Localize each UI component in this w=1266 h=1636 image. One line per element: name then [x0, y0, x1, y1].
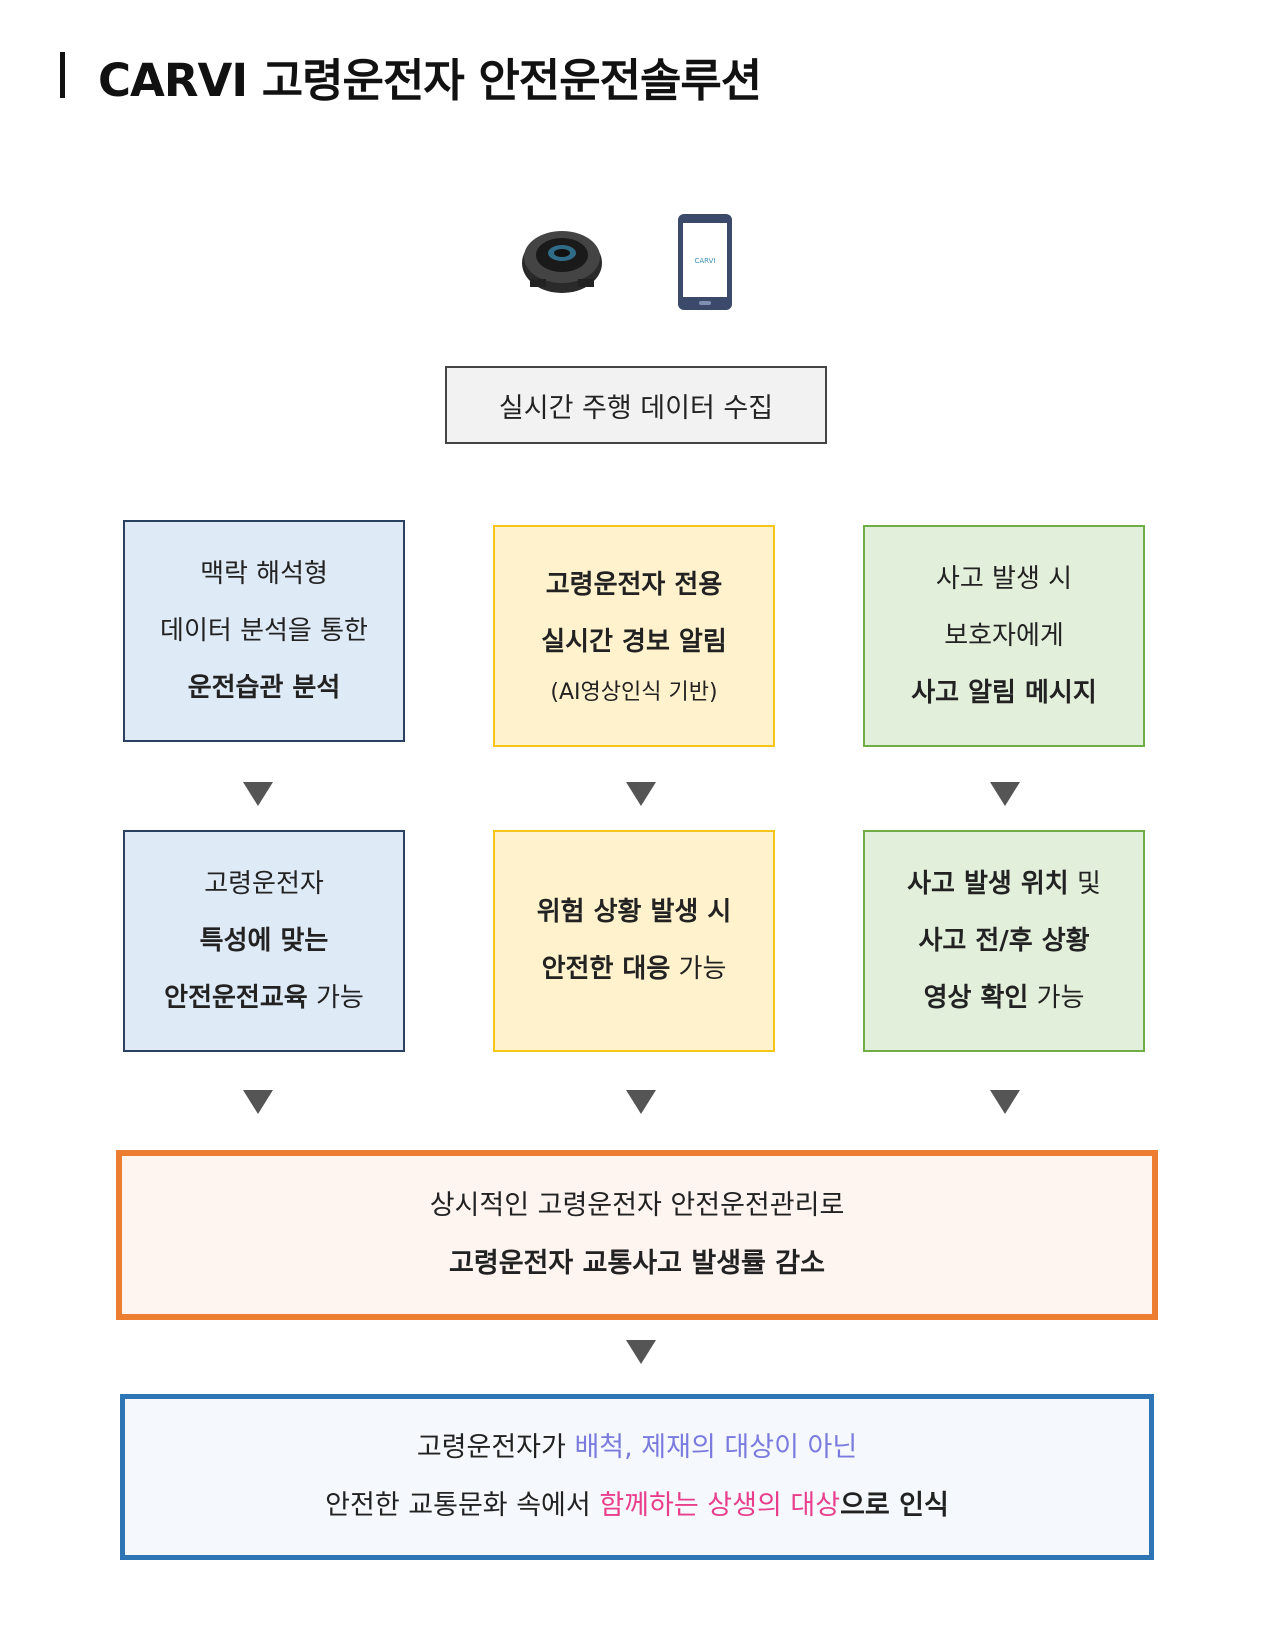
- data-collection-label: 실시간 주행 데이터 수집: [498, 392, 774, 424]
- realtime-alert-box: 고령운전자 전용 실시간 경보 알림 (AI영상인식 기반): [493, 525, 775, 747]
- final-line2-highlight: 함께하는 상생의 대상: [599, 1490, 841, 1521]
- data-collection-box: 실시간 주행 데이터 수집: [445, 366, 827, 444]
- danger-response-line1: 위험 상황 발생 시: [536, 897, 732, 927]
- result-line2: 고령운전자 교통사고 발생률 감소: [449, 1248, 825, 1279]
- education-line1: 고령운전자: [204, 868, 324, 899]
- arrow-down-icon: [990, 782, 1020, 806]
- accident-notice-line2: 보호자에게: [944, 620, 1064, 651]
- arrow-down-icon: [626, 782, 656, 806]
- final-line2: 안전한 교통문화 속에서 함께하는 상생의 대상으로 인식: [325, 1477, 949, 1535]
- habit-analysis-box: 맥락 해석형 데이터 분석을 통한 운전습관 분석: [123, 520, 405, 742]
- final-line1: 고령운전자가 배척, 제재의 대상이 아닌: [417, 1419, 857, 1477]
- video-check-line1: 사고 발생 위치 및: [907, 856, 1101, 913]
- arrow-down-icon: [243, 782, 273, 806]
- realtime-alert-line1: 고령운전자 전용: [545, 570, 723, 600]
- final-line2-tail: 으로 인식: [840, 1490, 949, 1521]
- video-check-line3-tail: 가능: [1028, 982, 1085, 1013]
- education-line3: 안전운전교육 가능: [164, 970, 364, 1027]
- final-line1-highlight: 배척, 제재의 대상이 아닌: [574, 1432, 858, 1463]
- habit-analysis-line2: 데이터 분석을 통한: [160, 615, 368, 646]
- video-check-line3-bold: 영상 확인: [923, 982, 1029, 1013]
- education-line3-tail: 가능: [307, 982, 364, 1013]
- danger-response-line2: 안전한 대응 가능: [542, 941, 727, 998]
- video-check-line3: 영상 확인 가능: [924, 970, 1085, 1027]
- danger-response-line2-bold: 안전한 대응: [541, 954, 671, 984]
- video-check-line1-tail: 및: [1068, 868, 1101, 899]
- title-accent-bar: [60, 52, 65, 98]
- habit-analysis-line3: 운전습관 분석: [187, 672, 341, 703]
- danger-response-line2-tail: 가능: [670, 954, 727, 984]
- final-line2-lead: 안전한 교통문화 속에서: [325, 1490, 600, 1521]
- video-check-box: 사고 발생 위치 및 사고 전/후 상황 영상 확인 가능: [863, 830, 1145, 1052]
- arrow-down-icon: [626, 1090, 656, 1114]
- arrow-down-icon: [626, 1340, 656, 1364]
- education-line3-bold: 안전운전교육: [164, 982, 308, 1013]
- result-box: 상시적인 고령운전자 안전운전관리로 고령운전자 교통사고 발생률 감소: [116, 1150, 1158, 1320]
- arrow-down-icon: [243, 1090, 273, 1114]
- page-title: CARVI 고령운전자 안전운전솔루션: [98, 54, 762, 107]
- realtime-alert-line2: 실시간 경보 알림: [541, 627, 727, 657]
- arrow-down-icon: [990, 1090, 1020, 1114]
- video-check-line2: 사고 전/후 상황: [918, 925, 1090, 956]
- smartphone-icon: CARVI: [678, 214, 732, 310]
- final-box: 고령운전자가 배척, 제재의 대상이 아닌 안전한 교통문화 속에서 함께하는 …: [120, 1394, 1154, 1560]
- education-box: 고령운전자 특성에 맞는 안전운전교육 가능: [123, 830, 405, 1052]
- education-line2: 특성에 맞는: [199, 925, 329, 956]
- habit-analysis-line1: 맥락 해석형: [200, 558, 328, 589]
- carvi-device-icon: [522, 231, 602, 293]
- app-label: CARVI: [694, 257, 715, 265]
- result-line1: 상시적인 고령운전자 안전운전관리로: [429, 1190, 845, 1221]
- realtime-alert-line3: (AI영상인식 기반): [550, 680, 718, 705]
- accident-notice-line3: 사고 알림 메시지: [911, 677, 1097, 708]
- video-check-line1-bold: 사고 발생 위치: [907, 868, 1069, 899]
- final-line1-lead: 고령운전자가: [416, 1432, 575, 1463]
- danger-response-box: 위험 상황 발생 시 안전한 대응 가능: [493, 830, 775, 1052]
- accident-notice-box: 사고 발생 시 보호자에게 사고 알림 메시지: [863, 525, 1145, 747]
- accident-notice-line1: 사고 발생 시: [935, 563, 1073, 594]
